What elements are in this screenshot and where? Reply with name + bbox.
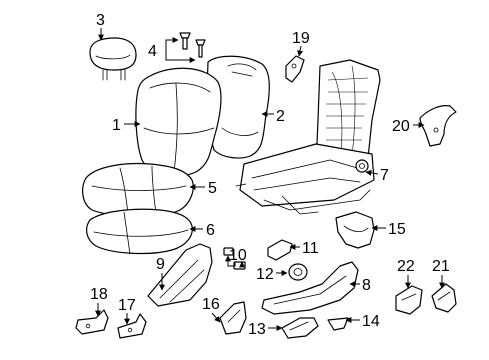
bracket-17-part: [117, 313, 147, 339]
callout-9: 9: [156, 256, 165, 273]
leader-7: [365, 169, 379, 176]
pad-11-part: [267, 239, 293, 261]
bracket-18-part: [75, 309, 109, 335]
leader-10a: [225, 255, 236, 267]
seatback-cushion-part: [135, 67, 222, 177]
callout-14: 14: [362, 313, 380, 330]
handle-13-part: [281, 317, 319, 339]
callout-5: 5: [208, 180, 217, 197]
callout-6: 6: [206, 222, 215, 239]
callout-12: 12: [256, 266, 274, 283]
callout-16: 16: [202, 296, 220, 313]
callout-3: 3: [96, 12, 105, 29]
cover-22-part: [395, 285, 423, 315]
callout-10: 10: [229, 247, 247, 264]
callout-4: 4: [148, 43, 157, 60]
seat-frame-part: [235, 59, 381, 215]
trim-16-part: [219, 301, 247, 335]
callout-2: 2: [276, 108, 285, 125]
leader-19: [297, 45, 304, 57]
callout-17: 17: [118, 297, 136, 314]
screws-part: [179, 32, 206, 58]
callout-18: 18: [90, 286, 108, 303]
seat-cushion-cover-part: [86, 208, 193, 255]
callout-19: 19: [292, 30, 310, 47]
callout-22: 22: [397, 258, 415, 275]
callout-8: 8: [362, 277, 371, 294]
callout-15: 15: [388, 221, 406, 238]
bracket-19-part: [285, 55, 305, 83]
headrest-part: [89, 37, 137, 81]
leader-4b: [165, 46, 196, 63]
cover-21-part: [431, 283, 457, 313]
knob-12-part: [288, 263, 308, 281]
callout-7: 7: [380, 167, 389, 184]
callout-13: 13: [248, 321, 266, 338]
leader-16: [211, 312, 221, 323]
callout-21: 21: [432, 258, 450, 275]
leader-4a: [165, 37, 179, 46]
side-cover-8-part: [261, 261, 359, 315]
callout-11: 11: [302, 240, 319, 257]
lever-20-part: [419, 105, 457, 147]
cap-14-part: [327, 317, 349, 331]
callout-1: 1: [112, 117, 121, 134]
cover-15-part: [335, 211, 375, 249]
callout-20: 20: [392, 118, 410, 135]
